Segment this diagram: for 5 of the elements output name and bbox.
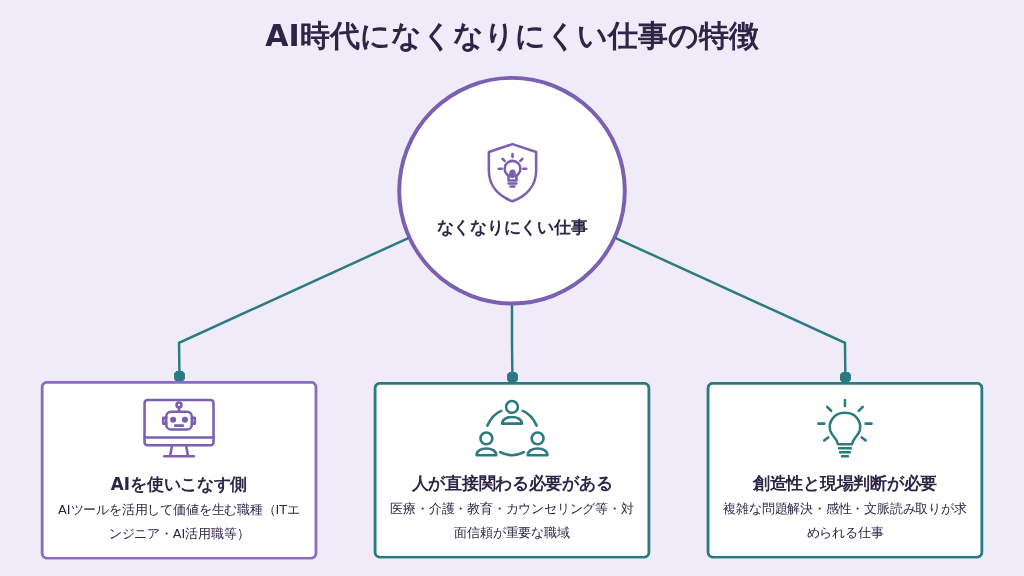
- connector: [614, 236, 852, 384]
- connector: [173, 236, 410, 383]
- node-circle: なくなりにくい仕事: [397, 75, 627, 306]
- title: AI時代になくなりにくい仕事の特徴: [265, 17, 759, 55]
- connector: [506, 303, 519, 384]
